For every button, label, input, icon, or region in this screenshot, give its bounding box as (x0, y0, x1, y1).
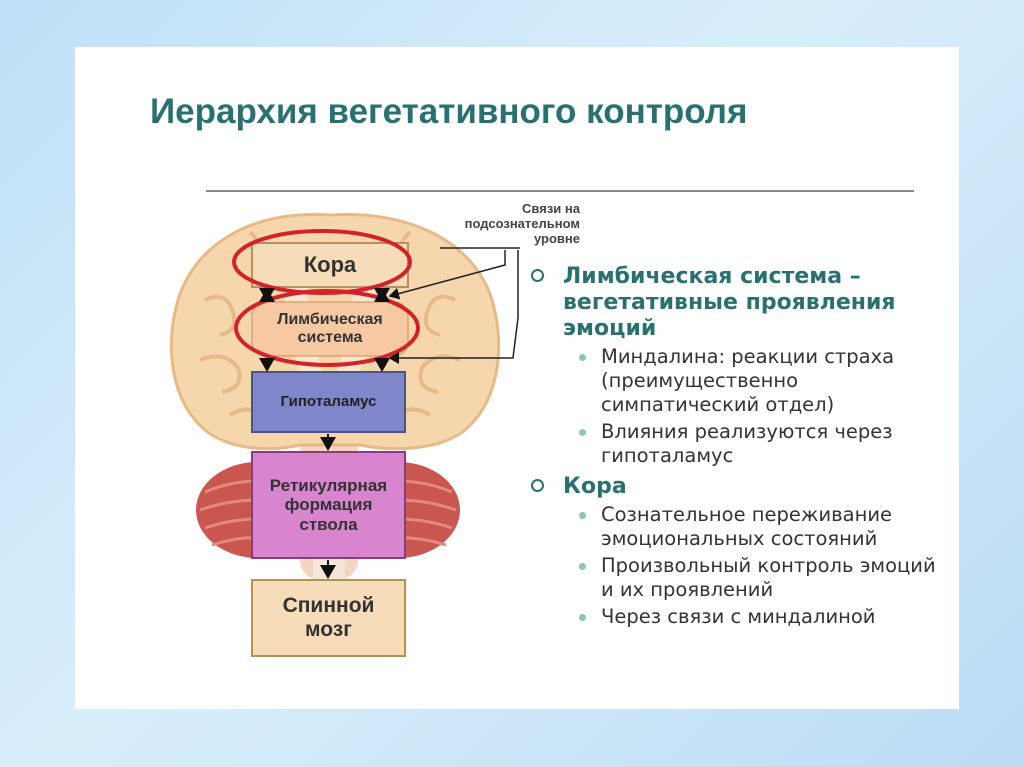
list-item: Миндалина: реакции страха (преимуществен… (563, 345, 941, 417)
list-item-text: Влияния реализуются через гипоталамус (601, 420, 893, 467)
subconscious-links (388, 247, 520, 364)
bullet-ring-icon (531, 269, 544, 282)
bullet-dot-icon (579, 354, 586, 361)
section-heading: Кора (563, 474, 627, 499)
arrow-icon (259, 288, 390, 579)
list-item: Через связи с миндалиной (563, 605, 971, 629)
list-item-text: Миндалина: реакции страха (преимуществен… (601, 345, 895, 416)
bullet-dot-icon (579, 512, 586, 519)
bullet-dot-icon (579, 429, 586, 436)
reticular-label-line-1: Ретикулярная (269, 475, 388, 495)
limbic-highlight-ellipse (234, 289, 420, 367)
bullet-dot-icon (579, 614, 586, 621)
reticular-formation-box (251, 451, 406, 559)
note-line-2: подсознательном (464, 215, 580, 231)
spinal-label-line-1: Спинной (282, 593, 375, 617)
title-divider (206, 190, 914, 192)
kora-box (251, 242, 409, 288)
limbic-system-label: Лимбическая система (252, 302, 408, 356)
list-item: Сознательное переживание эмоциональных с… (563, 503, 971, 551)
limbic-label-line-2: система (297, 329, 363, 346)
note-line-1: Связи на (522, 201, 580, 216)
section-limbic: Лимбическая система – вегетативные прояв… (529, 264, 969, 468)
subconscious-links-note: Связи на подсознательном уровне (432, 201, 580, 247)
hypothalamus-label: Гипоталамус (280, 393, 377, 411)
section-heading: Лимбическая система – вегетативные прояв… (563, 264, 896, 341)
section-kora: Кора Сознательное переживание эмоциональ… (529, 474, 969, 629)
list-item: Влияния реализуются через гипоталамус (563, 420, 961, 468)
reticular-label-line-3: ствола (299, 514, 358, 534)
spinal-cord-box (251, 579, 406, 657)
limbic-system-box (251, 301, 409, 357)
content-list: Лимбическая система – вегетативные прояв… (529, 264, 969, 629)
kora-label: Кора (303, 252, 357, 278)
list-item-text: Произвольный контроль эмоций и их проявл… (601, 554, 936, 601)
bullet-dot-icon (579, 563, 586, 570)
note-line-3: уровне (533, 230, 580, 246)
list-item-text: Через связи с миндалиной (601, 605, 876, 628)
list-item: Произвольный контроль эмоций и их проявл… (563, 554, 941, 602)
reticular-label-line-2: формация (284, 495, 373, 515)
list-item-text: Сознательное переживание эмоциональных с… (601, 503, 893, 550)
spinal-label-line-2: мозг (305, 618, 352, 641)
hypothalamus-box (251, 371, 406, 433)
reticular-formation-label: Ретикулярная формация ствола (252, 452, 405, 558)
limbic-label-line-1: Лимбическая (277, 310, 383, 328)
bullet-ring-icon (531, 479, 544, 492)
page-title: Иерархия вегетативного контроля (150, 92, 748, 131)
spinal-cord-label: Спинной мозг (252, 580, 405, 656)
